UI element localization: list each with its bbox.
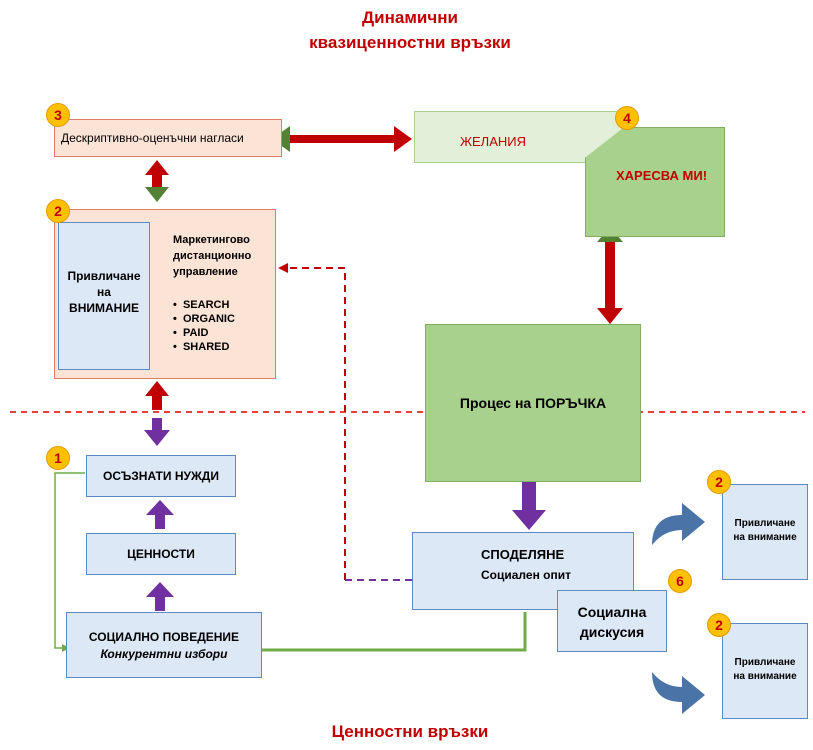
bullet-list: • SEARCH • ORGANIC • PAID • SHARED [173, 298, 268, 354]
title-top-line1: Динамични [362, 8, 458, 27]
attraction-line1: Привличане [67, 269, 141, 283]
attention-box-top: Привличане на внимание [722, 484, 808, 580]
social-behavior-label: СОЦИАЛНО ПОВЕДЕНИЕ [88, 630, 240, 644]
attention-bottom-line1: Привличане [734, 657, 796, 668]
red-arrow-v2-shaft [605, 242, 615, 310]
title-bottom: Ценностни връзки [331, 722, 489, 741]
feedback-arrowhead [278, 263, 288, 273]
bullet-organic: • ORGANIC [173, 313, 235, 325]
purple-arrow-up-3 [146, 582, 174, 597]
red-arrow-right-head [394, 126, 412, 152]
badge-2b: 2 [707, 613, 731, 637]
red-arrow-up-head [145, 160, 169, 175]
attraction-box: Привличане на ВНИМАНИЕ [58, 222, 150, 370]
badge-3: 3 [46, 103, 70, 127]
purple-arrow-shaft-2 [155, 515, 165, 529]
badge-1: 1 [46, 446, 70, 470]
social-behavior-box: СОЦИАЛНО ПОВЕДЕНИЕ Конкурентни избори [66, 612, 262, 678]
feedback-dashed-red [282, 267, 346, 580]
sharing-label: СПОДЕЛЯНЕ [481, 547, 565, 562]
purple-arrow-shaft-1 [152, 418, 162, 430]
order-process-box: Процес на ПОРЪЧКА [425, 324, 641, 482]
purple-arrow-shaft-3 [155, 597, 165, 611]
attention-box-bottom: Привличане на внимание [722, 623, 808, 719]
attraction-line2: на [97, 285, 111, 299]
bullet-search: • SEARCH [173, 299, 230, 311]
bullet-shared: • SHARED [173, 341, 230, 353]
attention-bottom-line2: на внимание [733, 671, 797, 682]
green-connector-bottom [262, 612, 527, 652]
green-arrow-down-head [145, 187, 169, 202]
curved-arrow-right-bottom [652, 672, 705, 714]
needs-box: ОСЪЗНАТИ НУЖДИ [86, 455, 236, 497]
purple-arrow-shaft-order [522, 480, 536, 510]
bullet-paid: • PAID [173, 327, 209, 339]
attention-top-line2: на внимание [733, 532, 797, 543]
curved-arrow-right-top [652, 503, 705, 545]
title-top-line2: квазиценностни връзки [309, 33, 511, 52]
badge-2: 2 [46, 199, 70, 223]
social-discussion-line2: дискусия [579, 624, 645, 640]
social-discussion-box: Социална дискусия [557, 590, 667, 652]
purple-arrow-down-1 [144, 430, 170, 446]
likes-box: ХАРЕСВА МИ! [585, 127, 725, 237]
red-arrow-horizontal-shaft [288, 135, 396, 143]
badge-6: 6 [668, 569, 692, 593]
social-discussion-line1: Социална [577, 604, 647, 620]
green-connector-left [54, 472, 85, 649]
red-arrow-2-shaft [152, 396, 162, 410]
red-arrow-up-2 [145, 381, 169, 396]
attention-top-line1: Привличане [734, 518, 796, 529]
competing-choices-label: Конкурентни избори [100, 647, 228, 661]
red-arrow-down-order [597, 308, 623, 324]
descriptive-attitudes-box: Дескриптивно-оценъчни нагласи [54, 119, 282, 157]
red-arrow-v1-shaft [152, 175, 162, 187]
purple-arrow-up-2 [146, 500, 174, 515]
attraction-line3: ВНИМАНИЕ [69, 301, 139, 315]
badge-4: 4 [615, 106, 639, 130]
social-experience-label: Социален опит [481, 568, 571, 582]
values-box: ЦЕННОСТИ [86, 533, 236, 575]
badge-2a: 2 [707, 470, 731, 494]
purple-arrow-down-order [512, 510, 546, 530]
marketing-label: Маркетингово дистанционно управление [173, 234, 252, 278]
